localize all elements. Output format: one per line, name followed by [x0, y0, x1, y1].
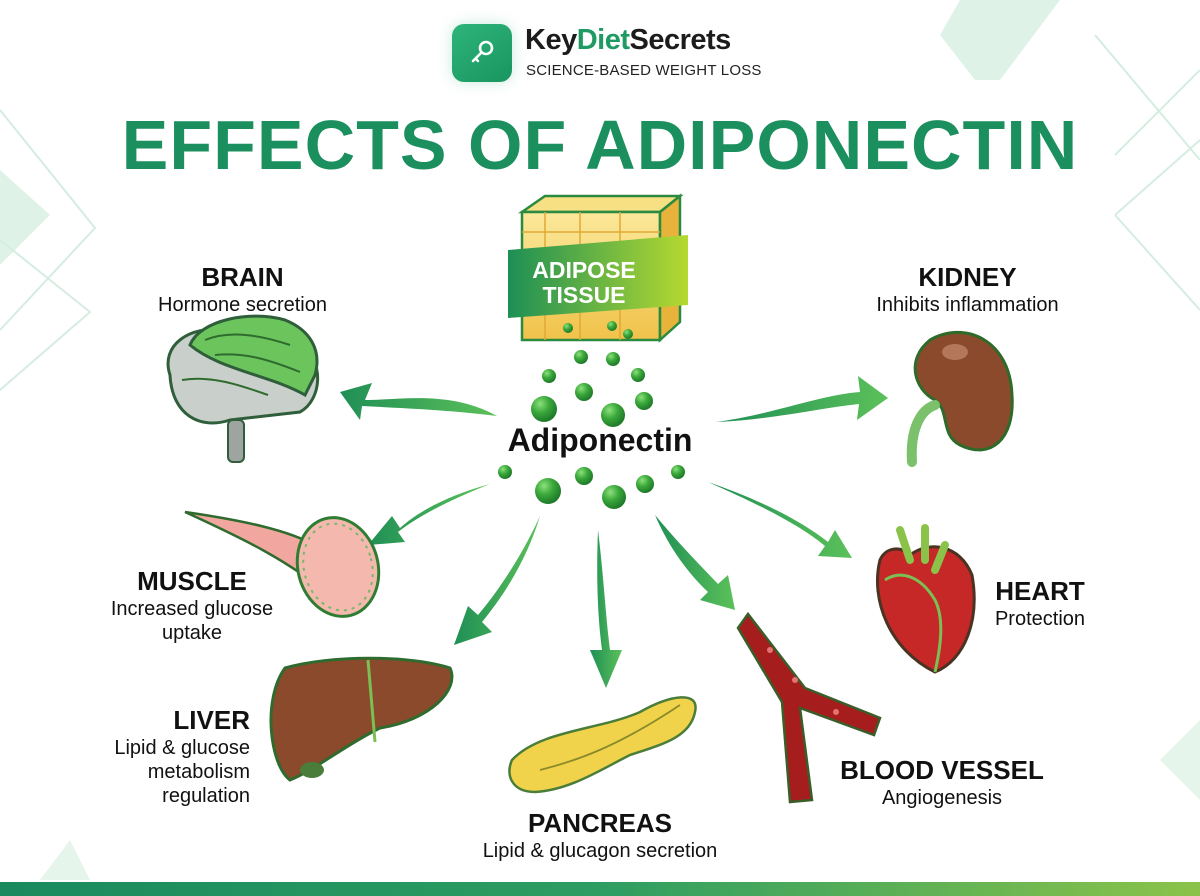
- organ-effect: Increased glucose: [110, 598, 274, 621]
- adipose-tissue-label: ADIPOSE TISSUE: [509, 258, 659, 308]
- organ-label-blood-vessel: BLOOD VESSEL Angiogenesis: [822, 755, 1062, 810]
- organ-label-liver: LIVER Lipid & glucose metabolism regulat…: [90, 705, 250, 808]
- organ-name: LIVER: [173, 705, 250, 735]
- organ-label-brain: BRAIN Hormone secretion: [140, 262, 345, 317]
- adipose-label-line2: TISSUE: [542, 281, 626, 308]
- adipose-tissue-icon: [508, 193, 688, 343]
- organ-effect: regulation: [162, 785, 250, 808]
- muscle-icon: [184, 510, 381, 618]
- organ-name: PANCREAS: [528, 808, 672, 838]
- effect-arrows: [340, 376, 888, 688]
- brain-icon: [166, 314, 320, 463]
- brand-logo: [452, 24, 512, 82]
- brand-tagline: SCIENCE-BASED WEIGHT LOSS: [526, 62, 762, 79]
- page-title: EFFECTS OF ADIPONECTIN: [121, 106, 1079, 184]
- pancreas-icon: [508, 696, 697, 794]
- blood-vessel-icon: [736, 611, 882, 804]
- organ-effect: uptake: [161, 622, 223, 645]
- footer-gradient-bar: [0, 882, 1200, 896]
- organ-name: MUSCLE: [137, 566, 247, 596]
- organ-name: HEART: [995, 576, 1085, 606]
- adiponectin-label: Adiponectin: [507, 422, 693, 458]
- key-icon: [471, 40, 494, 63]
- organ-label-pancreas: PANCREAS Lipid & glucagon secretion: [440, 808, 760, 863]
- organ-effect: Lipid & glucose: [114, 737, 250, 760]
- adipose-label-line1: ADIPOSE: [532, 257, 636, 283]
- organ-label-kidney: KIDNEY Inhibits inflammation: [850, 262, 1085, 317]
- arrow-to-brain: [340, 383, 497, 420]
- organ-label-heart: HEART Protection: [980, 576, 1100, 631]
- organ-name: BRAIN: [201, 262, 284, 292]
- liver-icon: [269, 656, 454, 782]
- organ-effect: Protection: [994, 608, 1086, 631]
- arrow-to-heart: [708, 482, 852, 558]
- arrow-to-liver: [454, 516, 540, 645]
- heart-icon: [875, 524, 976, 674]
- adiponectin-molecules: [498, 350, 685, 509]
- organ-effect: Angiogenesis: [881, 787, 1003, 810]
- arrow-to-pancreas: [590, 530, 622, 688]
- organ-effect: Lipid & glucagon secretion: [482, 840, 718, 863]
- arrow-to-kidney: [716, 376, 888, 422]
- organ-name: KIDNEY: [918, 262, 1017, 292]
- brand-name: KeyDietSecrets: [525, 24, 731, 56]
- arrow-to-muscle: [368, 484, 490, 545]
- organ-name: BLOOD VESSEL: [840, 755, 1044, 785]
- organ-label-muscle: MUSCLE Increased glucose uptake: [92, 566, 292, 645]
- organ-effect: metabolism: [147, 761, 250, 784]
- arrow-to-blood-vessel: [655, 515, 735, 610]
- organ-effect: Inhibits inflammation: [876, 294, 1059, 317]
- organ-effect: Hormone secretion: [158, 294, 327, 317]
- kidney-icon: [906, 330, 1014, 467]
